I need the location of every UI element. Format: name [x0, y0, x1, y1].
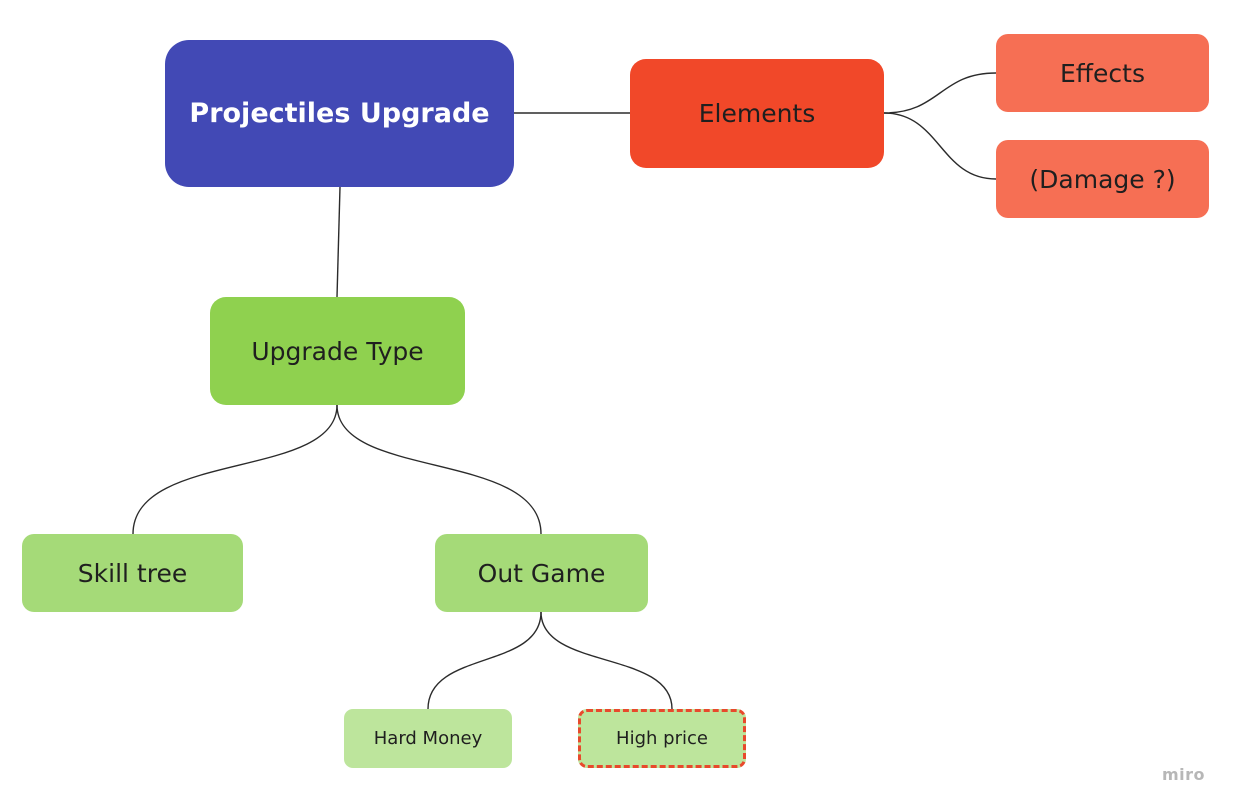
node-upgrade-type[interactable]: Upgrade Type — [210, 297, 465, 405]
connector-elements-effects — [883, 72, 997, 114]
node-label: Projectiles Upgrade — [189, 98, 490, 129]
node-high-price[interactable]: High price — [578, 709, 746, 768]
node-effects[interactable]: Effects — [996, 34, 1209, 112]
connector-elements-damage — [883, 112, 997, 180]
node-label: Elements — [698, 99, 816, 128]
node-out-game[interactable]: Out Game — [435, 534, 648, 612]
node-hard-money[interactable]: Hard Money — [344, 709, 512, 768]
miro-watermark: miro — [1161, 765, 1205, 784]
node-damage[interactable]: (Damage ?) — [996, 140, 1209, 218]
node-elements[interactable]: Elements — [630, 59, 884, 168]
node-label: Out Game — [477, 558, 606, 588]
node-label: (Damage ?) — [1029, 164, 1176, 194]
node-projectiles-upgrade[interactable]: Projectiles Upgrade — [165, 40, 514, 187]
node-label: Skill tree — [77, 558, 188, 588]
node-skill-tree[interactable]: Skill tree — [22, 534, 243, 612]
connector-root-upgrade-type — [336, 186, 341, 298]
node-label: Effects — [1060, 58, 1145, 88]
connector-upgrade-type-skill-tree — [132, 404, 338, 535]
node-label: Upgrade Type — [251, 336, 424, 366]
node-label: Hard Money — [373, 728, 483, 749]
connector-out-game-high-price — [540, 611, 673, 710]
node-label: High price — [616, 728, 708, 749]
connector-out-game-hard-money — [427, 611, 542, 710]
connector-upgrade-type-out-game — [336, 404, 542, 535]
